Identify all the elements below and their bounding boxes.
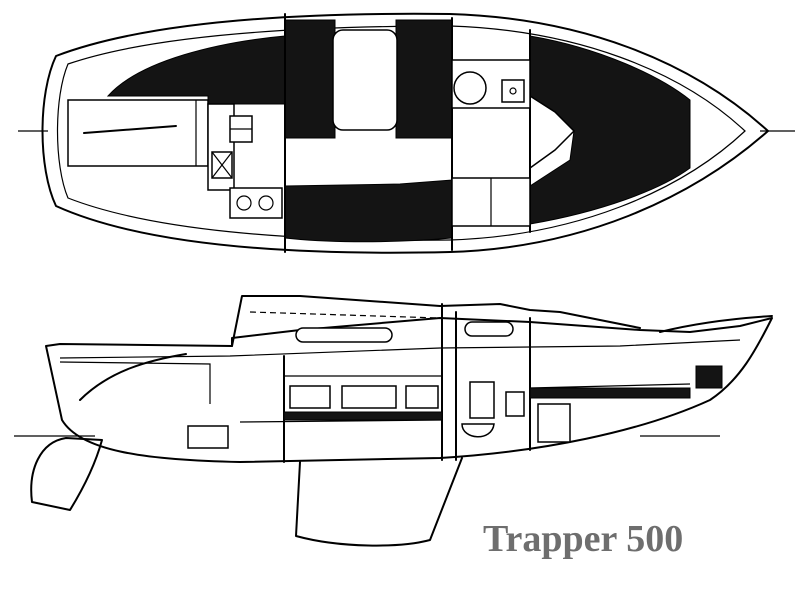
cabin-dash-line (249, 311, 441, 319)
portlight-fwd (464, 321, 514, 337)
head-cabinet-profile (469, 381, 495, 419)
head-sink-plan (501, 79, 525, 103)
anchor-locker (695, 365, 723, 389)
cabin-trunk (231, 295, 641, 347)
settee-stbd-plan (284, 179, 453, 243)
bow-pulpit (659, 315, 773, 333)
toilet-plan (453, 71, 487, 105)
profile-view (14, 295, 773, 547)
plan-view (18, 12, 795, 254)
rudder (30, 437, 103, 511)
sink-x-2 (211, 151, 233, 179)
portlight-main (295, 327, 393, 343)
locker-1 (289, 385, 331, 409)
v-berth-profile (529, 383, 691, 389)
boat-model-caption: Trapper 500 (483, 518, 684, 560)
head-locker-profile (505, 391, 525, 417)
settee-port-plan (106, 35, 286, 105)
settee-band (283, 411, 443, 421)
cockpit-coaming (59, 361, 211, 404)
sheer-line (59, 339, 741, 359)
stove-plan (229, 187, 283, 219)
toilet-profile (461, 423, 495, 438)
fwd-locker-profile (537, 403, 571, 443)
engine-profile (187, 425, 229, 449)
dinette-table (332, 29, 398, 131)
locker-2 (341, 385, 397, 409)
hull-outline-profile (45, 317, 773, 463)
keel (295, 457, 463, 547)
locker-3 (405, 385, 439, 409)
burner-1 (236, 195, 252, 211)
tiller-profile (79, 353, 187, 401)
v-berth-band (529, 387, 691, 399)
deck-line-plan (56, 25, 746, 241)
burner-2 (258, 195, 274, 211)
head-sink-drain (509, 87, 517, 95)
hull-outline-plan (41, 12, 769, 254)
dinette-seat-fwd (284, 19, 336, 139)
tiller-plan (83, 125, 177, 134)
dinette-seat-aft (395, 19, 453, 139)
